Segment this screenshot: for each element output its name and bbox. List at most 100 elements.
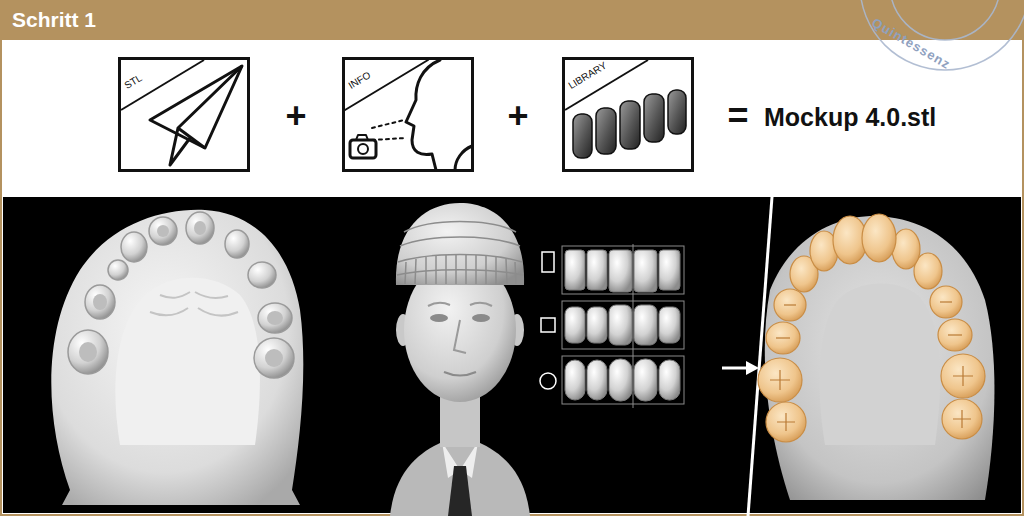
step-title: Schritt 1 xyxy=(12,8,96,32)
face-scan-part-part xyxy=(465,255,467,284)
stl-icon xyxy=(121,60,242,165)
tooth-library-part-part xyxy=(659,250,680,290)
divider-arrow-part xyxy=(722,367,748,370)
mockup-cast xyxy=(758,214,994,500)
icon-box: INFO xyxy=(342,57,474,172)
tooth-library-part-part xyxy=(609,359,632,401)
library-icon-part xyxy=(596,108,616,154)
face-scan-part-part xyxy=(485,256,487,284)
mockup-cast-part-part xyxy=(941,354,985,398)
dental-cast-part-part xyxy=(267,311,283,325)
mockup-cast-part xyxy=(770,302,973,431)
mockup-cast-part-part xyxy=(766,402,806,442)
dental-cast-part-part xyxy=(68,330,108,374)
tooth-library-part-part xyxy=(634,359,657,401)
tooth-library-part xyxy=(562,244,684,408)
info-icon-part xyxy=(350,140,376,158)
tooth-library-part-part xyxy=(540,373,556,389)
tooth-library-part-part xyxy=(541,318,555,332)
mockup-cast-part-part xyxy=(940,301,952,302)
face-scan-part-part xyxy=(475,255,477,284)
mockup-cast-part-part xyxy=(758,358,802,402)
dental-cast-part-part xyxy=(150,308,188,315)
dental-cast-part-part xyxy=(79,342,97,362)
dental-cast-part-part xyxy=(265,349,283,367)
tooth-library-part-part xyxy=(609,250,632,292)
dental-cast-part-part xyxy=(93,294,107,310)
dental-cast-part-part xyxy=(157,225,169,237)
face-scan-part xyxy=(444,372,476,376)
stl-icon-part xyxy=(178,128,205,148)
face-scan-part xyxy=(430,314,448,322)
mockup-cast-part-part xyxy=(862,214,896,262)
tooth-library-part-part xyxy=(659,360,680,400)
mockup-cast-part-part xyxy=(953,366,973,386)
black-panel xyxy=(3,197,1021,513)
info-icon xyxy=(345,60,472,170)
dental-cast-part-part xyxy=(149,217,177,245)
tooth-library-part-part xyxy=(565,250,585,290)
dental-cast-part xyxy=(68,212,294,378)
face-scan-part-part xyxy=(506,259,507,284)
face-scan-part-part xyxy=(445,255,447,284)
icon-box: STL xyxy=(118,57,250,172)
face-scan-part-part xyxy=(435,256,437,284)
info-icon-part xyxy=(372,120,404,128)
mockup-cast-part-part xyxy=(776,337,790,338)
tooth-library-part-part xyxy=(565,307,585,343)
operator-sign: + xyxy=(285,96,306,136)
mockup-cast-part-part xyxy=(766,322,800,354)
mockup-cast-part-part xyxy=(770,370,790,390)
library-icon-part xyxy=(573,114,592,158)
dental-cast-part-part xyxy=(194,221,206,235)
dental-cast-part-part xyxy=(198,308,238,315)
mockup-cast-part-part xyxy=(938,319,972,351)
face-scan-part-part xyxy=(404,222,516,233)
info-icon-part xyxy=(455,146,472,170)
tooth-library-part-part xyxy=(565,360,585,400)
mockup-cast-part-part xyxy=(942,399,982,439)
mockup-cast-part-part xyxy=(930,286,962,318)
tooth-library-part-part xyxy=(634,250,657,292)
tooth-library-part-part xyxy=(587,307,607,343)
mockup-cast-part-part xyxy=(774,289,806,321)
title-band xyxy=(0,0,1024,40)
icon-box: LIBRARY xyxy=(562,57,694,172)
box-label: INFO xyxy=(347,70,373,91)
mockup-cast-part-part xyxy=(953,410,971,428)
dental-cast-part-part xyxy=(258,303,292,333)
mockup-cast-part xyxy=(819,284,940,446)
dental-cast-part-part xyxy=(108,260,128,280)
face-scan-part xyxy=(454,320,466,353)
dental-cast-part-part xyxy=(195,292,228,298)
dental-cast-part-part xyxy=(160,292,190,298)
face-scan-part xyxy=(397,222,523,285)
tooth-library-part-part xyxy=(562,301,684,349)
face-scan-part-part xyxy=(400,237,520,246)
mockup-cast-part-part xyxy=(948,334,962,335)
dental-cast-part-part xyxy=(186,212,214,244)
info-icon-part xyxy=(358,144,368,154)
face-scan-part xyxy=(428,303,492,306)
dental-cast-part xyxy=(79,221,283,367)
dental-cast xyxy=(51,210,303,505)
box-label: STL xyxy=(123,73,144,91)
info-icon-part xyxy=(356,135,368,140)
divider-arrow xyxy=(722,197,772,516)
result-filename: Mockup 4.0.stl xyxy=(764,104,936,132)
face-scan-part-part xyxy=(415,259,416,284)
dental-cast-part-part xyxy=(225,230,249,258)
box-label: LIBRARY xyxy=(567,60,609,91)
tooth-library-part-part xyxy=(659,307,680,343)
tooth-library-part-part xyxy=(587,360,607,400)
face-scan-part xyxy=(448,466,472,516)
face-scan-part xyxy=(390,442,530,516)
face-scan-part-part xyxy=(455,255,457,284)
face-scan-part xyxy=(472,314,490,322)
dental-cast-part xyxy=(150,292,238,315)
face-scan-part-part xyxy=(405,262,406,284)
face-scan-part-part xyxy=(425,257,427,284)
frame xyxy=(1,30,1023,515)
dental-cast-part-part xyxy=(85,285,115,319)
